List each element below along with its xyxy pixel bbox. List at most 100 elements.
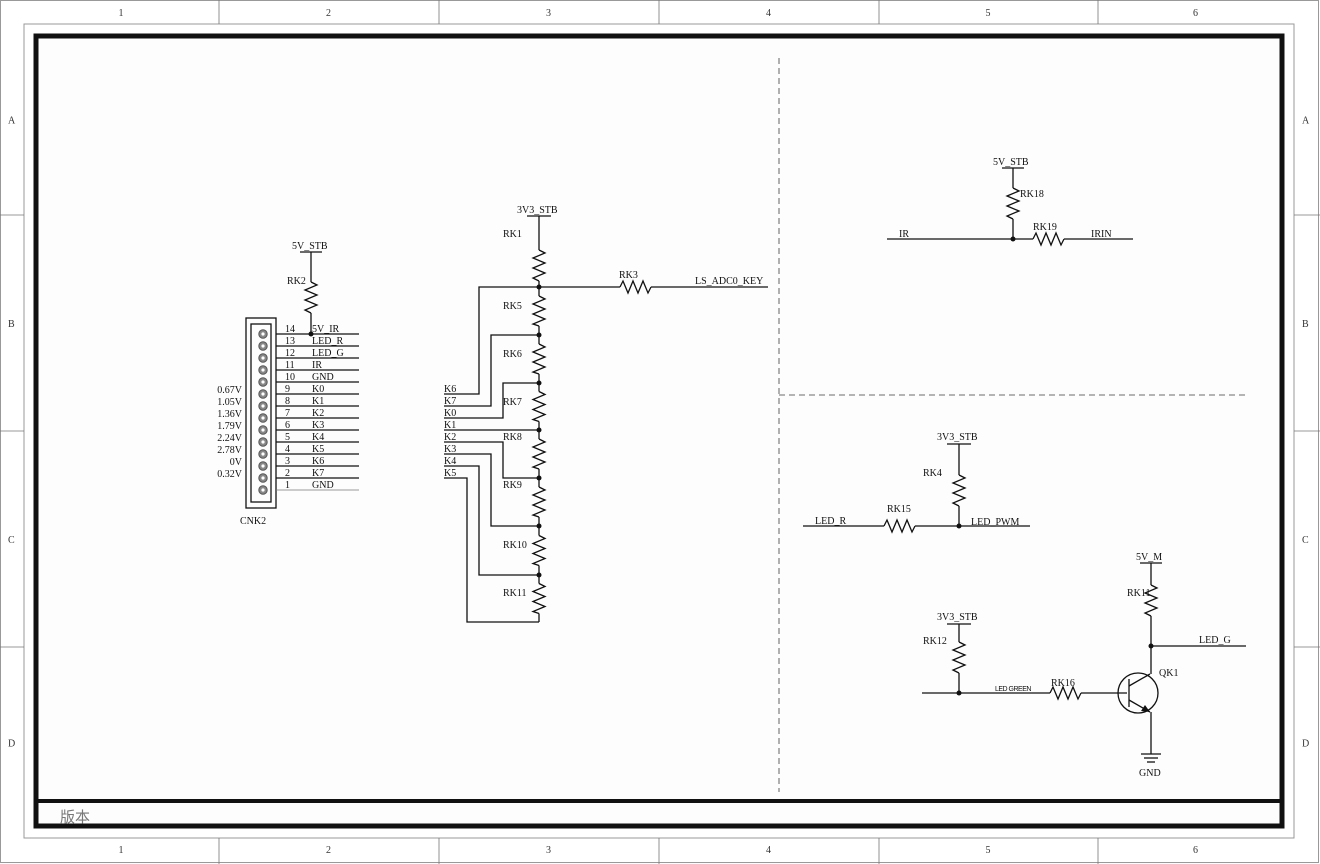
pin-number: 1	[285, 480, 290, 491]
pin-hole	[261, 476, 265, 480]
key-wire	[444, 441, 539, 479]
pin-number: 9	[285, 384, 290, 395]
ir-power-label: 5V_STB	[993, 157, 1029, 168]
key-wire	[444, 382, 539, 419]
zone-row-label: D	[1302, 739, 1309, 750]
zone-column-label: 4	[766, 845, 771, 856]
ladder-resistor-label: RK6	[503, 349, 522, 360]
led-g-net-label: LED_G	[1199, 635, 1231, 646]
pin-hole	[261, 416, 265, 420]
pin-net-label: K3	[312, 420, 324, 431]
zone-row-label: B	[8, 319, 15, 330]
pin-voltage-label: 1.05V	[217, 397, 243, 408]
key-net-label: K2	[444, 432, 456, 443]
pin-voltage-label: 0V	[230, 457, 243, 468]
pin-net-label: GND	[312, 480, 334, 491]
zone-column-label: 6	[1193, 8, 1198, 19]
resistor-rk15	[883, 518, 916, 534]
emitter-arrow-icon	[1141, 705, 1150, 712]
key-wire	[444, 465, 539, 576]
transistor-qk1	[1117, 672, 1159, 714]
pin-net-label: K6	[312, 456, 324, 467]
ladder-resistor	[531, 390, 547, 423]
pin-number: 5	[285, 432, 290, 443]
led-g-power-label: 3V3_STB	[937, 612, 978, 623]
resistor-rk19	[1032, 231, 1065, 247]
key-wire	[444, 286, 539, 395]
resistor-rk12	[951, 641, 967, 674]
zone-row-label: A	[8, 116, 16, 127]
resistor-label-rk3: RK3	[619, 270, 638, 281]
key-net-label: K7	[444, 396, 456, 407]
connector-body-inner	[250, 323, 272, 503]
resistor-label-rk15: RK15	[887, 504, 911, 515]
pin-net-label: K5	[312, 444, 324, 455]
led-r-net-label: LED_R	[815, 516, 846, 527]
adc-net-label: LS_ADC0_KEY	[695, 276, 763, 287]
resistor-label-rk12: RK12	[923, 636, 947, 647]
pin-number: 2	[285, 468, 290, 479]
pin-number: 10	[285, 372, 295, 383]
pin-voltage-label: 1.79V	[217, 421, 243, 432]
pin-hole	[261, 380, 265, 384]
pin-hole	[261, 404, 265, 408]
ladder-resistor-label: RK5	[503, 301, 522, 312]
pin-voltage-label: 0.32V	[217, 469, 243, 480]
resistor-label-rk4: RK4	[923, 468, 942, 479]
pin-voltage-label: 2.24V	[217, 433, 243, 444]
pin-hole	[261, 368, 265, 372]
key-net-label: K0	[444, 408, 456, 419]
pin-net-label: K4	[312, 432, 324, 443]
key-net-label: K1	[444, 420, 456, 431]
junction	[956, 523, 962, 529]
resistor-label-rk1: RK1	[503, 229, 522, 240]
ladder-power-label: 3V3_STB	[517, 205, 558, 216]
led-r-power-label: 3V3_STB	[937, 432, 978, 443]
resistor-label-rk11-led: RK11	[1127, 588, 1151, 599]
pin-hole	[261, 440, 265, 444]
resistor-rk3	[619, 279, 652, 295]
pin-hole	[261, 452, 265, 456]
transistor-collector	[1128, 673, 1151, 687]
pin-number: 7	[285, 408, 290, 419]
key-wire	[444, 453, 539, 527]
junction	[1010, 236, 1016, 242]
key-net-label: K5	[444, 468, 456, 479]
zone-column-label: 1	[119, 845, 124, 856]
key-wire	[444, 477, 539, 623]
resistor-rk1	[531, 249, 547, 282]
resistor-label-rk16: RK16	[1051, 678, 1075, 689]
pin-hole	[261, 428, 265, 432]
pin-voltage-label: 0.67V	[217, 385, 243, 396]
connector-name: CNK2	[240, 516, 266, 527]
ladder-resistor	[531, 486, 547, 518]
pin-number: 4	[285, 444, 290, 455]
ladder-resistor	[531, 343, 547, 375]
pin-net-label: K7	[312, 468, 324, 479]
junction	[956, 690, 962, 696]
ladder-resistor-label: RK7	[503, 397, 522, 408]
ladder-resistor-label: RK11	[503, 588, 527, 599]
pin-net-label: IR	[312, 360, 322, 371]
ground-label: GND	[1139, 768, 1161, 779]
irin-net-label: IRIN	[1091, 229, 1112, 240]
pin-net-label: LED_G	[312, 348, 344, 359]
zone-column-label: 2	[326, 8, 331, 19]
connector-body-outer	[245, 317, 277, 509]
pin-voltage-label: 1.36V	[217, 409, 243, 420]
key-ladder: 3V3_STB RK1 RK3 LS_ADC0_KEY RK5RK6RK7RK8…	[444, 205, 768, 623]
ladder-resistor	[531, 534, 547, 567]
zone-column-label: 1	[119, 8, 124, 19]
pin-number: 8	[285, 396, 290, 407]
ir-block: 5V_STB RK18 RK19 IR IRIN	[887, 157, 1133, 247]
zone-row-label: A	[1302, 116, 1310, 127]
zone-column-label: 3	[546, 845, 551, 856]
resistor-rk16	[1049, 685, 1082, 701]
transistor-label: QK1	[1159, 668, 1178, 679]
zone-column-label: 4	[766, 8, 771, 19]
